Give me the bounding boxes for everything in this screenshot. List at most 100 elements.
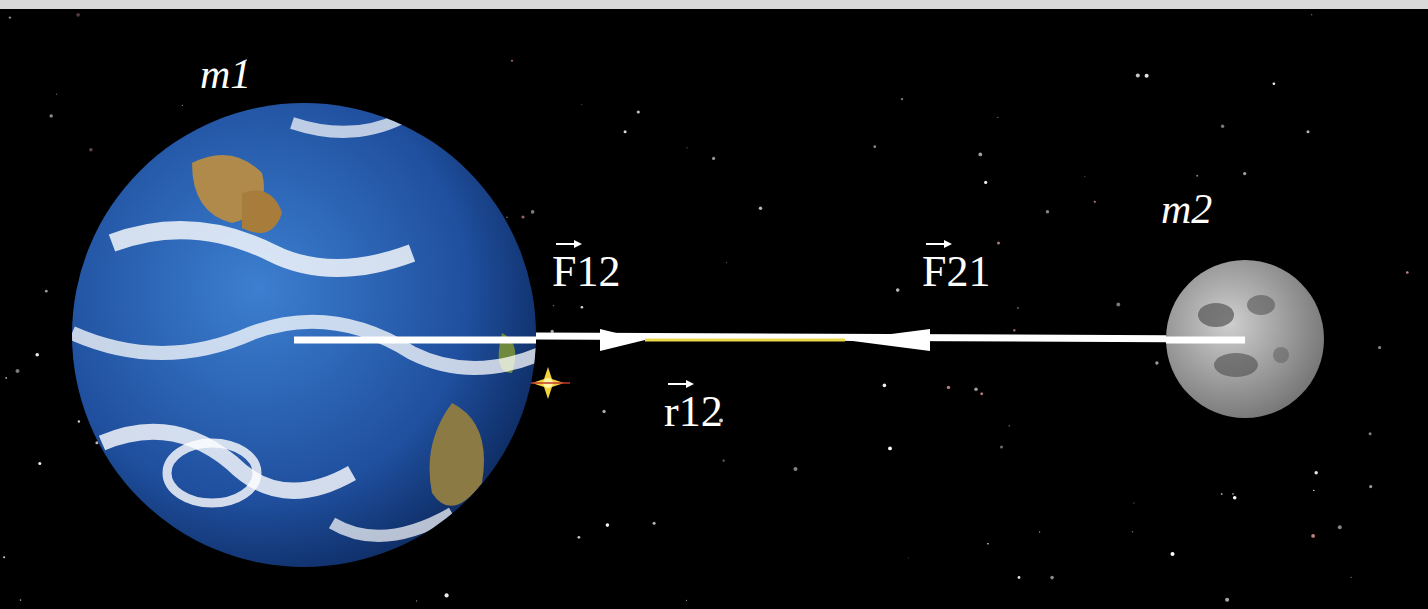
mass-label: m2	[1161, 188, 1212, 230]
star	[997, 241, 1000, 244]
star	[980, 392, 983, 395]
star	[506, 217, 508, 219]
star	[984, 181, 987, 184]
star	[581, 306, 584, 309]
star	[1013, 329, 1015, 331]
star	[873, 145, 876, 148]
star	[896, 288, 900, 292]
star	[883, 384, 887, 388]
star	[1171, 552, 1175, 556]
star	[759, 207, 762, 210]
center-line	[1166, 337, 1245, 344]
arrowhead	[600, 329, 645, 351]
star	[45, 290, 48, 293]
star	[947, 386, 950, 389]
star	[445, 593, 449, 597]
star	[888, 447, 892, 451]
earth-body: m1	[72, 103, 536, 567]
star	[908, 558, 909, 559]
star	[1406, 271, 1409, 274]
star	[1084, 176, 1085, 177]
vector-mark	[926, 240, 952, 248]
star	[50, 114, 53, 117]
star	[794, 467, 798, 471]
star	[182, 105, 183, 106]
star	[1018, 576, 1021, 579]
star	[1136, 73, 1140, 77]
star	[1155, 361, 1158, 364]
star	[901, 98, 903, 100]
star	[653, 522, 656, 525]
star	[1307, 130, 1310, 133]
star	[89, 148, 93, 152]
star	[1338, 525, 1342, 529]
star	[1046, 210, 1049, 213]
star	[686, 147, 687, 148]
top-band	[0, 0, 1428, 9]
arrowhead	[845, 329, 930, 351]
star	[1243, 172, 1246, 175]
star	[1009, 425, 1010, 426]
star	[974, 387, 978, 391]
star	[726, 262, 728, 264]
star	[3, 556, 5, 558]
star	[978, 153, 982, 157]
star	[581, 104, 582, 105]
star	[78, 420, 80, 422]
star	[521, 215, 524, 218]
star	[553, 305, 554, 306]
star	[95, 441, 98, 444]
star	[1116, 303, 1120, 307]
star	[1232, 493, 1234, 495]
distance-line	[645, 339, 845, 342]
star	[16, 369, 20, 373]
star	[20, 599, 22, 601]
star	[1145, 74, 1149, 78]
center-line	[294, 337, 536, 344]
star	[1369, 485, 1372, 488]
star	[1225, 598, 1229, 602]
star	[1273, 83, 1276, 86]
star	[1369, 432, 1372, 435]
star	[1313, 490, 1314, 491]
star	[624, 130, 627, 133]
star	[35, 353, 39, 357]
vector-label: r12	[664, 390, 723, 434]
star	[1315, 471, 1318, 474]
star	[416, 600, 417, 601]
star	[9, 16, 11, 18]
star	[1196, 175, 1198, 177]
star	[602, 410, 605, 413]
star	[56, 94, 57, 95]
star	[1351, 577, 1352, 578]
body-outline	[72, 103, 536, 567]
vector-label: F12	[552, 250, 620, 294]
star	[5, 377, 7, 379]
star	[723, 460, 725, 462]
body-outline	[1166, 260, 1324, 418]
star	[578, 536, 581, 539]
star	[1050, 576, 1054, 580]
star	[1000, 445, 1003, 448]
star	[1221, 125, 1224, 128]
star	[1378, 346, 1381, 349]
star	[712, 157, 715, 160]
vector-mark	[556, 240, 582, 248]
star	[76, 13, 80, 17]
vector-label: F21	[922, 250, 990, 294]
star	[987, 543, 989, 545]
star	[1133, 502, 1134, 503]
vector-mark	[668, 380, 694, 388]
star	[1221, 493, 1223, 495]
star	[1311, 534, 1315, 538]
star	[531, 210, 535, 214]
star	[1132, 531, 1133, 532]
star	[637, 110, 640, 113]
star	[997, 117, 998, 118]
mass-label: m1	[200, 53, 251, 95]
star	[511, 60, 513, 62]
star	[1094, 201, 1096, 203]
star	[1039, 531, 1040, 532]
star	[606, 523, 610, 527]
star	[38, 462, 41, 465]
